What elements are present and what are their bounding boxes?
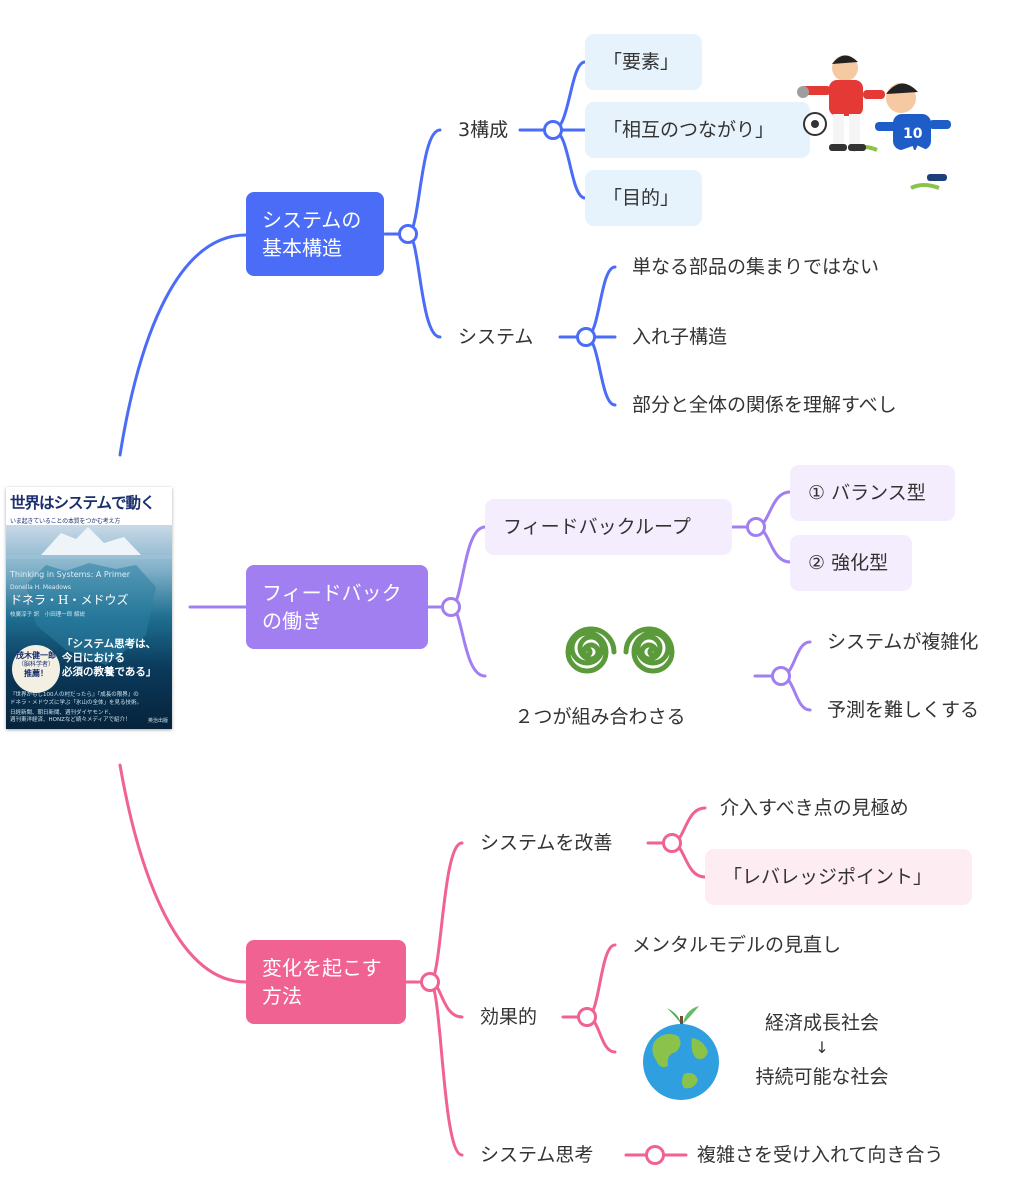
leaf-nested-structure[interactable]: 入れ子構造 [632,326,728,348]
book-media-2: 週刊東洋経済、HONZなど続々メディアで紹介！ [10,717,131,723]
leaf-not-just-parts[interactable]: 単なる部品の集まりではない [632,256,880,278]
leaf-hard-to-predict[interactable]: 予測を難しくする [827,699,980,721]
leaf-identify-intervention-point[interactable]: 介入すべき点の見極め [720,797,909,819]
badge-role: （脳科学者） [17,661,54,668]
leaf-reinforcing-loop[interactable]: ② 強化型 [790,535,912,591]
subtopic-systems-thinking[interactable]: システム思考 [480,1144,594,1166]
subtopic-combined-loops[interactable]: ２つが組み合わさる [514,706,686,728]
badge-name: 茂木健一郎 [16,651,56,660]
badge-action: 推薦！ [24,669,48,678]
transition-from: 経済成長社会 [764,1012,879,1034]
book-cover-image: 世界はシステムで動く いま起きていることの本質をつかむ考え方 Thinking … [6,487,172,729]
leaf-review-mental-model[interactable]: メンタルモデルの見直し [632,934,842,956]
earth-sprout-icon [643,1006,719,1100]
subtopic-system[interactable]: システム [458,326,534,348]
leaf-embrace-complexity[interactable]: 複雑さを受け入れて向き合う [697,1144,944,1166]
book-blurb-1: 『世界がもし100人の村だったら』『成長の限界』の [10,692,139,698]
topic-how-to-change[interactable]: 変化を起こす 方法 [246,940,406,1024]
soccer-players-icon: 10 [797,55,951,190]
leaf-leverage-point[interactable]: 「レバレッジポイント」 [705,849,972,905]
book-author: ドネラ・H・メドウズ [10,593,129,607]
double-spiral-icon [565,626,675,674]
leaf-element[interactable]: 「要素」 [585,34,702,90]
book-endorsement-badge: 茂木健一郎 （脳科学者） 推薦！ [12,645,60,693]
book-blurb-2: ドネラ・メドウズに学ぶ「氷山の全体」を見る技術。 [10,700,143,706]
leaf-interconnection[interactable]: 「相互のつながり」 [585,102,810,158]
iceberg-illustration [6,525,172,729]
book-quote: 「システム思考は、 今日における 必須の教養である」 [62,638,157,678]
topic-system-structure[interactable]: システムの 基本構造 [246,192,384,276]
book-translators: 枝廣淳子 訳 小田理一郎 解説 [10,612,85,618]
book-publisher: 英治出版 [147,718,168,724]
subtopic-effective[interactable]: 効果的 [480,1006,538,1028]
subtopic-improve-system[interactable]: システムを改善 [480,832,613,854]
subtopic-feedback-loop[interactable]: フィードバックループ [485,499,732,555]
book-title: 世界はシステムで動く [10,493,156,512]
leaf-part-whole-relationship[interactable]: 部分と全体の関係を理解すべし [632,394,897,416]
topic-feedback[interactable]: フィードバック の働き [246,565,428,649]
book-media-1: 日経新聞、朝日新聞、週刊ダイヤモンド、 [10,710,115,716]
leaf-system-complexity[interactable]: システムが複雑化 [827,631,979,653]
subtopic-three-components[interactable]: 3構成 [458,119,509,141]
down-arrow-icon: ↓ [815,1038,829,1057]
leaf-purpose[interactable]: 「目的」 [585,170,702,226]
svg-text:10: 10 [903,126,923,142]
leaf-balancing-loop[interactable]: ① バランス型 [790,465,955,521]
book-author-en: Donella H. Meadows [10,584,71,591]
transition-to: 持続可能な社会 [755,1066,889,1088]
book-english-title: Thinking in Systems: A Primer [10,570,131,579]
book-subtitle: いま起きていることの本質をつかむ考え方 [10,518,121,525]
